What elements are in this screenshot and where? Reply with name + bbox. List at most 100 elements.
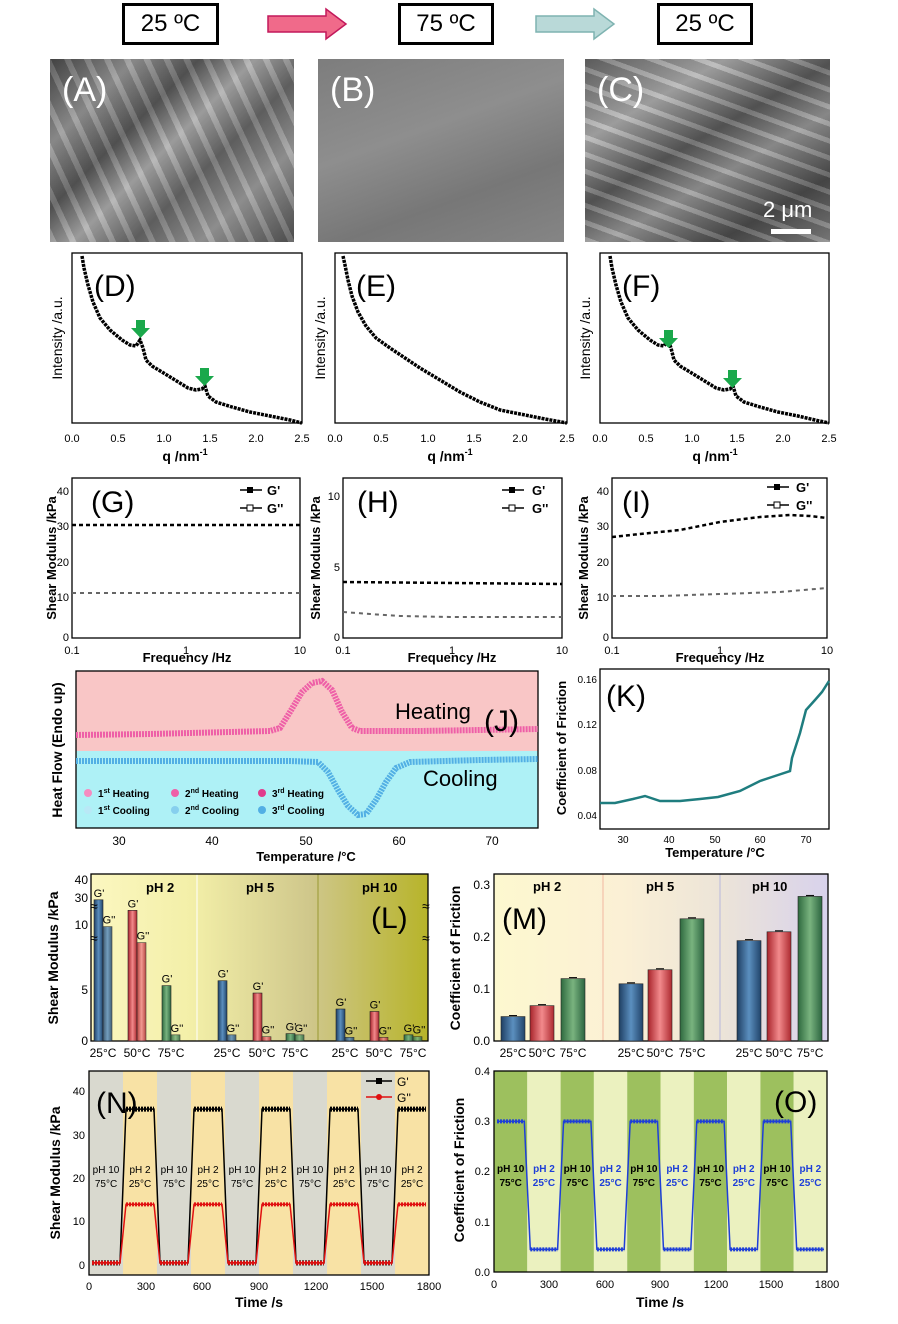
x-tick-label: 1.0 <box>684 433 699 445</box>
legend-3rd-heating: 3rd Heating <box>272 788 324 800</box>
bars-m-group <box>500 894 823 1042</box>
legend-g-prime: G' <box>397 1075 409 1089</box>
x-tick-label: 25°C <box>332 1046 359 1060</box>
x-tick-label: 0.5 <box>373 433 388 445</box>
legend-ord: 1 <box>98 806 104 817</box>
bar-label-g-double-prime: G'' <box>137 931 150 943</box>
x-tick-label: 900 <box>250 1281 268 1293</box>
y-axis-label: Intensity /a.u. <box>312 296 328 379</box>
x-tick-label: 900 <box>651 1279 669 1291</box>
x-tick-label: 1.5 <box>729 433 744 445</box>
y-axis-label: Intensity /a.u. <box>577 296 593 379</box>
x-tick-label: 600 <box>193 1281 211 1293</box>
x-axis-label-sup: -1 <box>465 447 473 457</box>
y-axis-label: Shear Modulus /kPa <box>576 495 591 619</box>
phase-ph-label: pH 2 <box>401 1165 423 1176</box>
panel-label-o: (O) <box>774 1086 817 1119</box>
legend-g-double-prime: G'' <box>532 501 548 516</box>
x-axis-label: Frequency /Hz <box>143 650 232 665</box>
bar <box>766 931 792 1042</box>
sem-image-c: (C) 2 μm <box>585 59 830 242</box>
temp-label-b: 75 ºC <box>398 3 494 45</box>
phase-band-ph10 <box>627 1071 661 1272</box>
bar <box>560 978 586 1042</box>
bar-label-g-prime: G' <box>162 974 173 986</box>
cof-temperature-panel-k: (K) Coefficient of Friction 0.04 0.08 0.… <box>554 668 831 860</box>
peak-arrow-icon <box>131 320 150 338</box>
panel-label-i: (I) <box>622 486 650 519</box>
rheology-panel-g: (G) G' G'' Shear Modulus /kPa 0 10 20 30… <box>44 477 306 665</box>
bar-label-g-prime: G' <box>94 888 105 900</box>
cof-line <box>497 1120 824 1251</box>
phase-band-ph2 <box>527 1071 561 1272</box>
x-tick-label: 40 <box>205 834 219 848</box>
rheology-panel-i: (I) G' G'' Shear Modulus /kPa 0 10 20 30… <box>576 477 833 665</box>
bar-chart-m: pH 2 pH 5 pH 10 (M) Coefficient of Frict… <box>447 873 829 1060</box>
x-tick-label: 0.1 <box>64 645 79 657</box>
y-tick-label: 10 <box>597 592 609 604</box>
scale-bar <box>771 229 811 234</box>
bar-chart-l: G'G''G'G''G'G''G'G''G'G''G'G''G'G''G'G''… <box>45 873 430 1060</box>
dsc-panel-j: Heating (J) Cooling 1st Heating 2nd Heat… <box>49 670 539 864</box>
x-axis-label-text: q /nm <box>162 448 199 464</box>
phase-temp-label: 25°C <box>799 1178 821 1189</box>
y-tick-label: 0.0 <box>473 1034 490 1048</box>
x-tick-label: 50°C <box>529 1046 556 1060</box>
y-axis-label: Coefficient of Friction <box>447 886 463 1031</box>
phase-band-ph2 <box>727 1071 761 1272</box>
x-axis-label: q /nm-1 <box>162 447 207 464</box>
phase-ph-label: pH 10 <box>497 1164 525 1175</box>
phase-temp-label: 25°C <box>533 1178 555 1189</box>
phase-band-ph2 <box>123 1071 157 1275</box>
phase-band-ph2 <box>793 1071 827 1272</box>
legend-sup: nd <box>191 805 200 812</box>
bar-g-prime <box>252 992 263 1042</box>
cooling-label: Cooling <box>423 766 498 791</box>
x-tick-label: 1800 <box>815 1279 839 1291</box>
g-prime-line <box>92 1108 426 1264</box>
saxs-curve <box>341 255 568 425</box>
phase-ph-label: pH 2 <box>197 1165 219 1176</box>
y-tick-label: 10 <box>73 1216 85 1228</box>
peak-arrow-icon <box>659 330 678 348</box>
axis-break-icon: ≈ <box>422 898 430 914</box>
phase-temp-label: 25°C <box>129 1179 151 1190</box>
panel-label-c: (C) <box>597 71 645 109</box>
x-tick-label: 50°C <box>366 1046 393 1060</box>
phase-ph-label: pH 10 <box>161 1165 188 1176</box>
y-tick-label: 0 <box>79 1260 85 1272</box>
bar <box>679 918 705 1042</box>
bar <box>500 1016 526 1042</box>
y-tick-label: 0.4 <box>475 1066 490 1078</box>
x-tick-label: 25°C <box>90 1046 117 1060</box>
phase-temp-label: 75°C <box>633 1178 655 1189</box>
x-axis-label: q /nm-1 <box>427 447 472 464</box>
x-axis-label: Frequency /Hz <box>408 650 497 665</box>
y-tick-label: 40 <box>75 873 89 887</box>
x-tick-label: 1.5 <box>202 433 217 445</box>
y-tick-label: 0.08 <box>578 766 598 777</box>
legend-sup: nd <box>191 788 200 795</box>
y-tick-label: 30 <box>75 891 89 905</box>
x-axis-label: Time /s <box>235 1294 283 1310</box>
saxs-panel-f: (F) Intensity /a.u. 0.0 0.5 1.0 1.5 2.0 … <box>577 252 837 464</box>
x-axis-label: Time /s <box>636 1294 684 1310</box>
x-tick-label: 10 <box>821 645 833 657</box>
arrow-right-icon <box>535 7 616 41</box>
bar-label-g-prime: G' <box>218 969 229 981</box>
temp-text: 25 ºC <box>140 10 201 37</box>
cof-curve <box>600 680 831 805</box>
x-tick-label: 1 <box>183 645 189 657</box>
saxs-curve <box>80 255 303 425</box>
y-tick-label: 0.3 <box>473 878 490 892</box>
rheology-panel-h: (H) G' G'' Shear Modulus /kPa 0 5 10 0.1… <box>308 477 568 665</box>
legend-g-prime: G' <box>532 483 545 498</box>
phase-temp-label: 75°C <box>367 1179 389 1190</box>
bar-label-g-prime: G' <box>286 1022 297 1034</box>
y-axis-label: Shear Modulus /kPa <box>44 495 59 619</box>
x-tick-label: 75°C <box>560 1046 587 1060</box>
legend-word: Heating <box>110 789 149 800</box>
phase-band-ph10 <box>89 1071 123 1275</box>
